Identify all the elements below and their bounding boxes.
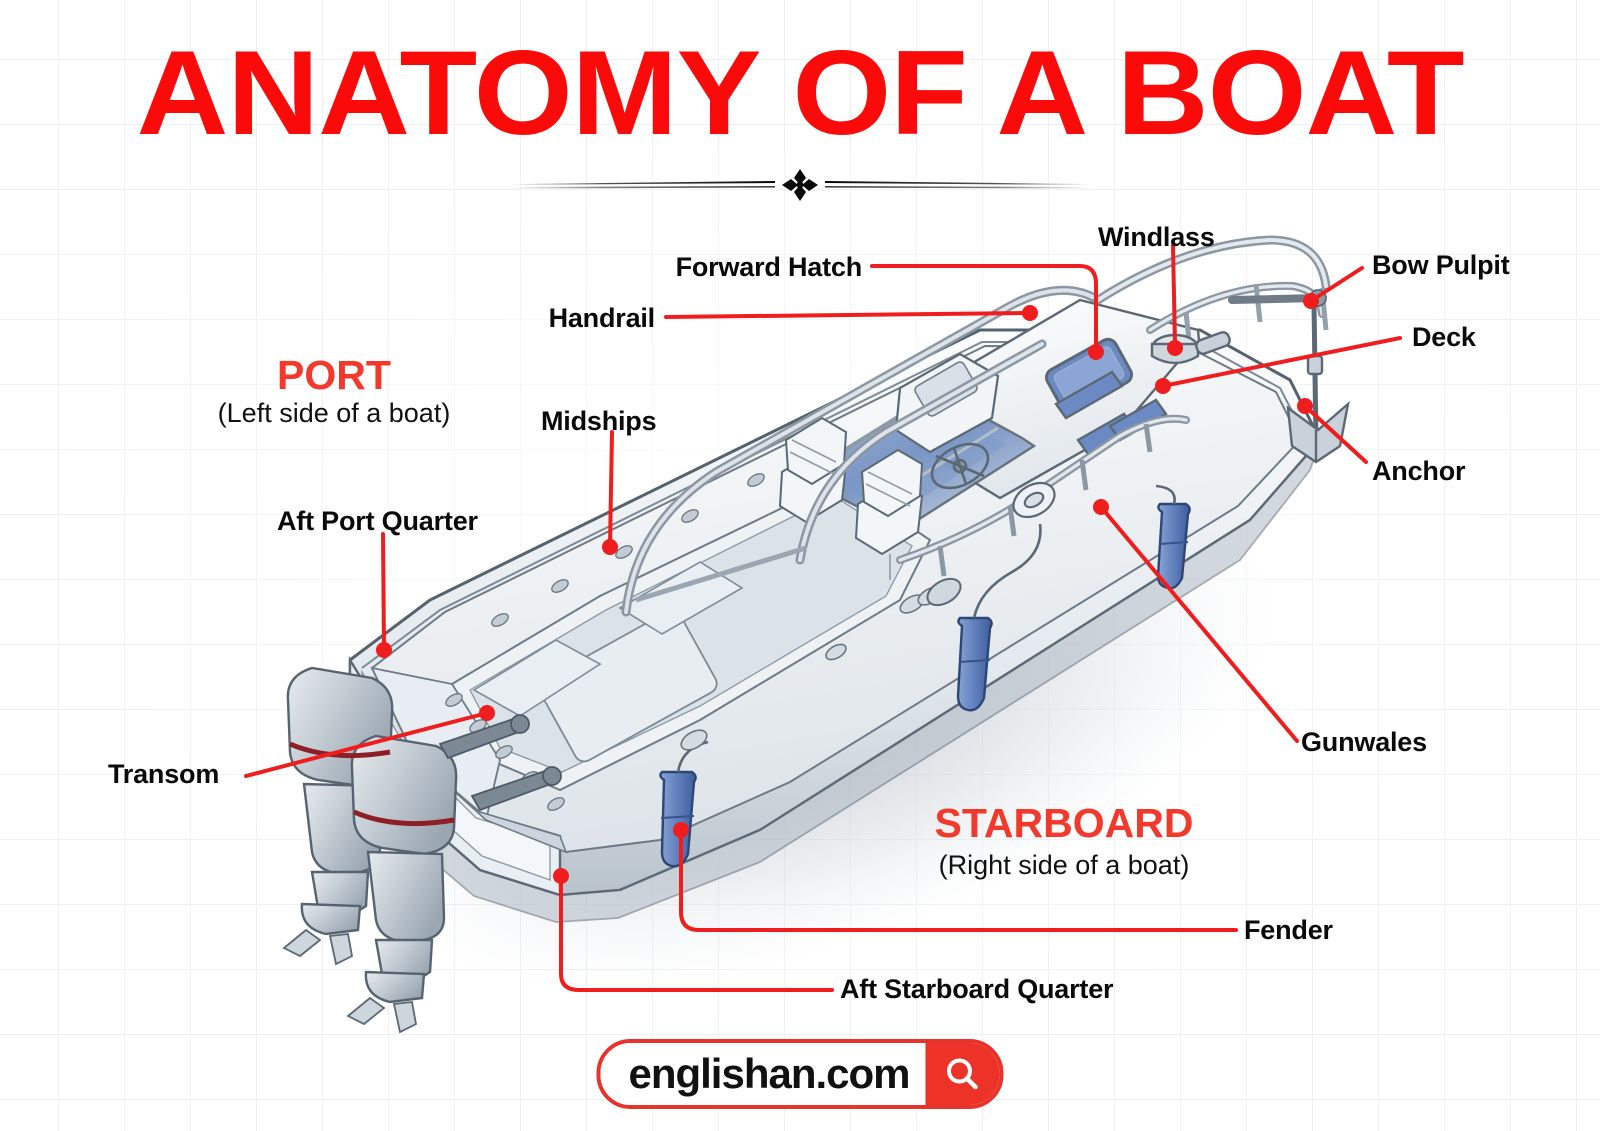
term-starboard: STARBOARD (934, 800, 1194, 846)
label-midships: Midships (541, 406, 657, 436)
label-bow-pulpit: Bow Pulpit (1372, 250, 1510, 280)
label-aft-starboard-quarter: Aft Starboard Quarter (840, 974, 1114, 1004)
label-windlass: Windlass (1098, 222, 1215, 252)
search-icon[interactable] (925, 1043, 1000, 1105)
site-logo[interactable]: englishan.com (596, 1039, 1004, 1109)
label-transom: Transom (108, 759, 220, 789)
label-gunwales: Gunwales (1301, 727, 1427, 757)
label-aft-port-quarter: Aft Port Quarter (277, 506, 478, 536)
page-title: ANATOMY OF A BOAT (136, 26, 1465, 160)
label-fender: Fender (1244, 915, 1333, 945)
label-forward-hatch: Forward Hatch (675, 252, 863, 282)
ornamental-divider-icon (510, 169, 1090, 201)
label-anchor: Anchor (1372, 456, 1466, 486)
term-port-definition: (Left side of a boat) (217, 398, 451, 428)
term-starboard-definition: (Right side of a boat) (938, 850, 1190, 880)
term-port: PORT (277, 352, 391, 398)
logo-text: englishan.com (600, 1043, 926, 1105)
label-handrail: Handrail (548, 303, 656, 333)
label-deck: Deck (1412, 322, 1476, 352)
